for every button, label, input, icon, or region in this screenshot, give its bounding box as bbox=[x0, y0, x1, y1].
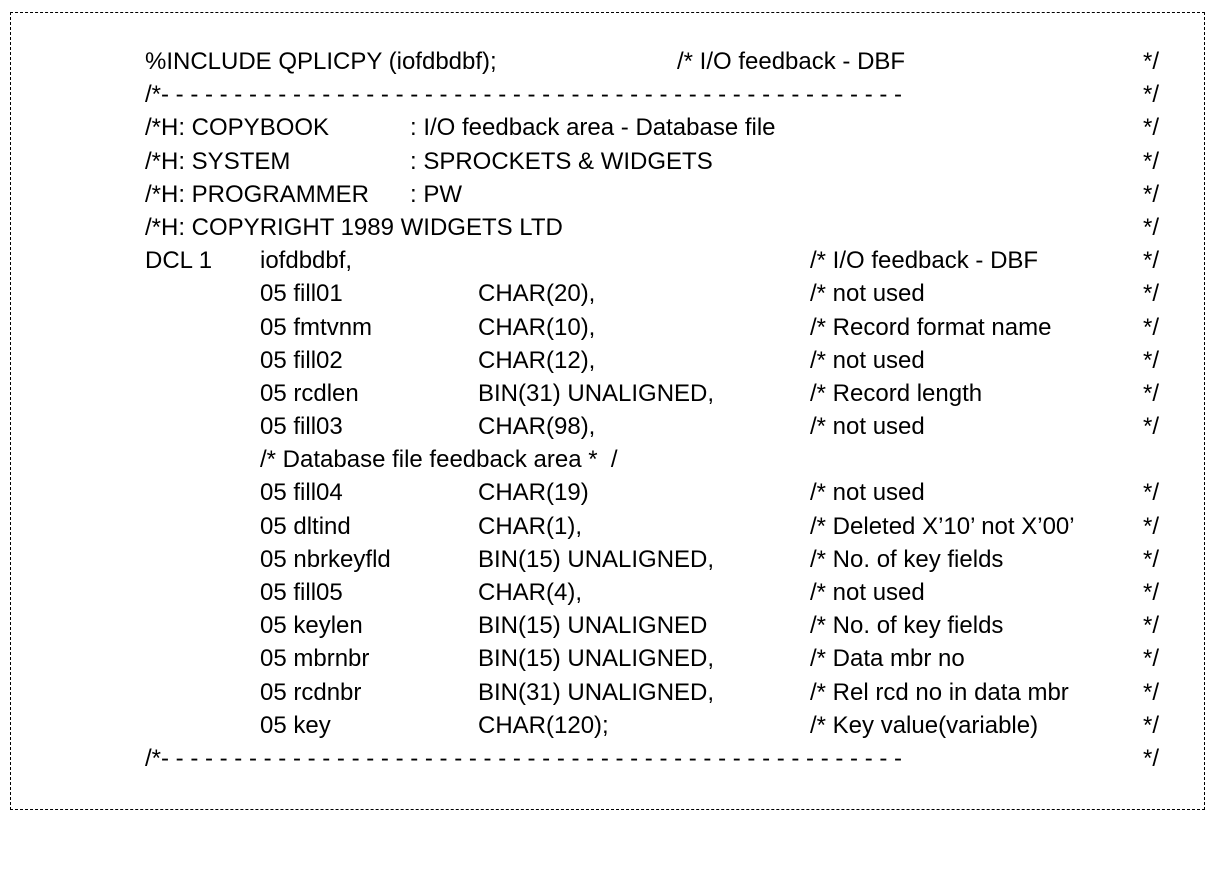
section-comment-line: /* Database file feedback area * / bbox=[0, 443, 1217, 476]
dashed-border-frame bbox=[10, 12, 1205, 810]
structure-name: iofdbdbf, bbox=[260, 247, 353, 275]
header-line: /*H: SYSTEM : SPROCKETS & WIDGETS */ bbox=[0, 145, 1217, 178]
field-comment: /* not used bbox=[810, 413, 925, 441]
field-type: CHAR(1), bbox=[478, 512, 583, 540]
field-type: CHAR(19) bbox=[478, 479, 589, 507]
header-value: : I/O feedback area - Database file bbox=[410, 114, 776, 142]
field-comment: /* Record length bbox=[810, 379, 983, 407]
include-line: %INCLUDE QPLICPY (iofdbdbf); /* I/O feed… bbox=[0, 45, 1217, 78]
field-type: CHAR(10), bbox=[478, 313, 596, 341]
comment-close: */ bbox=[1143, 180, 1160, 208]
field-declaration: 05 fill05 CHAR(4), /* not used */ bbox=[0, 576, 1217, 609]
header-line: /*H: COPYRIGHT 1989 WIDGETS LTD */ bbox=[0, 211, 1217, 244]
header-key: /*H: SYSTEM bbox=[145, 147, 291, 175]
field-name: 05 fill01 bbox=[260, 280, 343, 308]
field-name: 05 fmtvnm bbox=[260, 313, 373, 341]
comment-close: */ bbox=[1143, 313, 1160, 341]
field-type: CHAR(4), bbox=[478, 579, 583, 606]
comment-close: */ bbox=[1143, 81, 1160, 109]
header-line: /*H: COPYBOOK : I/O feedback area - Datab… bbox=[0, 111, 1217, 144]
field-type: BIN(31) UNALIGNED, bbox=[478, 379, 715, 407]
field-comment: /* Record format name bbox=[810, 313, 1052, 341]
comment-close: */ bbox=[1143, 512, 1160, 540]
field-declaration: 05 fill02 CHAR(12), /* not used */ bbox=[0, 344, 1217, 377]
field-declaration: 05 fill01 CHAR(20), /* not used */ bbox=[0, 277, 1217, 310]
field-name: 05 fill04 bbox=[260, 479, 343, 507]
comment-close: */ bbox=[1143, 744, 1160, 772]
comment-close: */ bbox=[1143, 711, 1160, 739]
field-name: 05 fill02 bbox=[260, 346, 343, 374]
field-type: BIN(15) UNALIGNED, bbox=[478, 645, 715, 673]
field-declaration: 05 fill03 CHAR(98), /* not used */ bbox=[0, 410, 1217, 443]
comment-close: */ bbox=[1143, 280, 1160, 308]
field-comment: /* not used bbox=[810, 479, 925, 507]
header-line: /*H: PROGRAMMER : PW */ bbox=[0, 178, 1217, 211]
field-name: 05 keylen bbox=[260, 612, 363, 640]
field-type: CHAR(20), bbox=[478, 280, 596, 308]
comment-close: */ bbox=[1143, 413, 1160, 441]
field-name: 05 key bbox=[260, 711, 331, 739]
field-comment: /* Rel rcd no in data mbr bbox=[810, 678, 1069, 706]
section-comment: /* Database file feedback area * / bbox=[260, 446, 618, 474]
field-declaration: 05 mbrnbr BIN(15) UNALIGNED, /* Data mbr n… bbox=[0, 642, 1217, 675]
field-name: 05 rcdlen bbox=[260, 379, 359, 407]
comment-close: */ bbox=[1143, 48, 1160, 75]
field-declaration: 05 key CHAR(120); /* Key value(variable) */ bbox=[0, 709, 1217, 742]
field-name: 05 fill03 bbox=[260, 413, 343, 441]
field-comment: /* Key value(variable) bbox=[810, 711, 1039, 739]
field-declaration: 05 keylen BIN(15) UNALIGNED /* No. of key … bbox=[0, 609, 1217, 642]
dcl-keyword: DCL 1 bbox=[145, 247, 213, 275]
field-declaration: 05 fill04 CHAR(19) /* not used */ bbox=[0, 476, 1217, 509]
field-name: 05 dltind bbox=[260, 512, 351, 540]
field-declaration: 05 fmtvnm CHAR(10), /* Record format name *… bbox=[0, 311, 1217, 344]
field-comment: /* not used bbox=[810, 280, 925, 308]
field-type: CHAR(98), bbox=[478, 413, 596, 441]
field-comment: /* not used bbox=[810, 346, 925, 374]
comment-close: */ bbox=[1143, 545, 1160, 573]
separator-dashes: /*- - - - - - - - - - - - - - - - - - - … bbox=[145, 81, 903, 109]
field-declaration: 05 rcdnbr BIN(31) UNALIGNED, /* Rel rcd no… bbox=[0, 676, 1217, 709]
field-type: CHAR(12), bbox=[478, 346, 596, 374]
comment-close: */ bbox=[1143, 678, 1160, 706]
comment-close: */ bbox=[1143, 346, 1160, 374]
comment-close: */ bbox=[1143, 645, 1160, 673]
comment-close: */ bbox=[1143, 147, 1160, 175]
field-comment: /* No. of key fields bbox=[810, 545, 1004, 573]
header-value: : PW bbox=[410, 180, 462, 208]
field-name: 05 nbrkeyfld bbox=[260, 545, 391, 573]
comment-close: */ bbox=[1143, 114, 1160, 142]
separator-line: /*- - - - - - - - - - - - - - - - - - - … bbox=[0, 78, 1217, 111]
field-name: 05 rcdnbr bbox=[260, 678, 362, 706]
comment-close: */ bbox=[1143, 612, 1160, 640]
field-type: CHAR(120); bbox=[478, 711, 609, 739]
field-type: BIN(15) UNALIGNED, bbox=[478, 545, 715, 573]
comment-close: */ bbox=[1143, 379, 1160, 407]
header-value: : SPROCKETS & WIDGETS bbox=[410, 147, 713, 175]
separator-line: /*- - - - - - - - - - - - - - - - - - - … bbox=[0, 742, 1217, 775]
include-comment: /* I/O feedback - DBF bbox=[677, 48, 906, 75]
header-key: /*H: COPYBOOK bbox=[145, 114, 330, 142]
separator-dashes: /*- - - - - - - - - - - - - - - - - - - … bbox=[145, 744, 903, 772]
header-key: /*H: COPYRIGHT 1989 WIDGETS LTD bbox=[145, 213, 563, 241]
field-declaration: 05 dltind CHAR(1), /* Deleted X’10’ not X’… bbox=[0, 510, 1217, 543]
field-type: BIN(15) UNALIGNED bbox=[478, 612, 708, 640]
field-comment: /* No. of key fields bbox=[810, 612, 1004, 640]
dcl-comment: /* I/O feedback - DBF bbox=[810, 247, 1039, 275]
comment-close: */ bbox=[1143, 479, 1160, 507]
field-declaration: 05 rcdlen BIN(31) UNALIGNED, /* Record len… bbox=[0, 377, 1217, 410]
field-declaration: 05 nbrkeyfld BIN(15) UNALIGNED, /* No. of … bbox=[0, 543, 1217, 576]
header-key: /*H: PROGRAMMER bbox=[145, 180, 370, 208]
field-type: BIN(31) UNALIGNED, bbox=[478, 678, 715, 706]
dcl-line: DCL 1 iofdbdbf, /* I/O feedback - DBF */ bbox=[0, 244, 1217, 277]
field-comment: /* not used bbox=[810, 579, 925, 606]
field-comment: /* Data mbr no bbox=[810, 645, 965, 673]
comment-close: */ bbox=[1143, 247, 1160, 275]
comment-close: */ bbox=[1143, 579, 1160, 606]
code-listing: %INCLUDE QPLICPY (iofdbdbf); /* I/O feed… bbox=[0, 45, 1217, 775]
field-comment: /* Deleted X’10’ not X’00’ bbox=[810, 512, 1075, 540]
include-statement: %INCLUDE QPLICPY (iofdbdbf); bbox=[145, 48, 497, 75]
field-name: 05 fill05 bbox=[260, 579, 343, 606]
comment-close: */ bbox=[1143, 213, 1160, 241]
field-name: 05 mbrnbr bbox=[260, 645, 370, 673]
